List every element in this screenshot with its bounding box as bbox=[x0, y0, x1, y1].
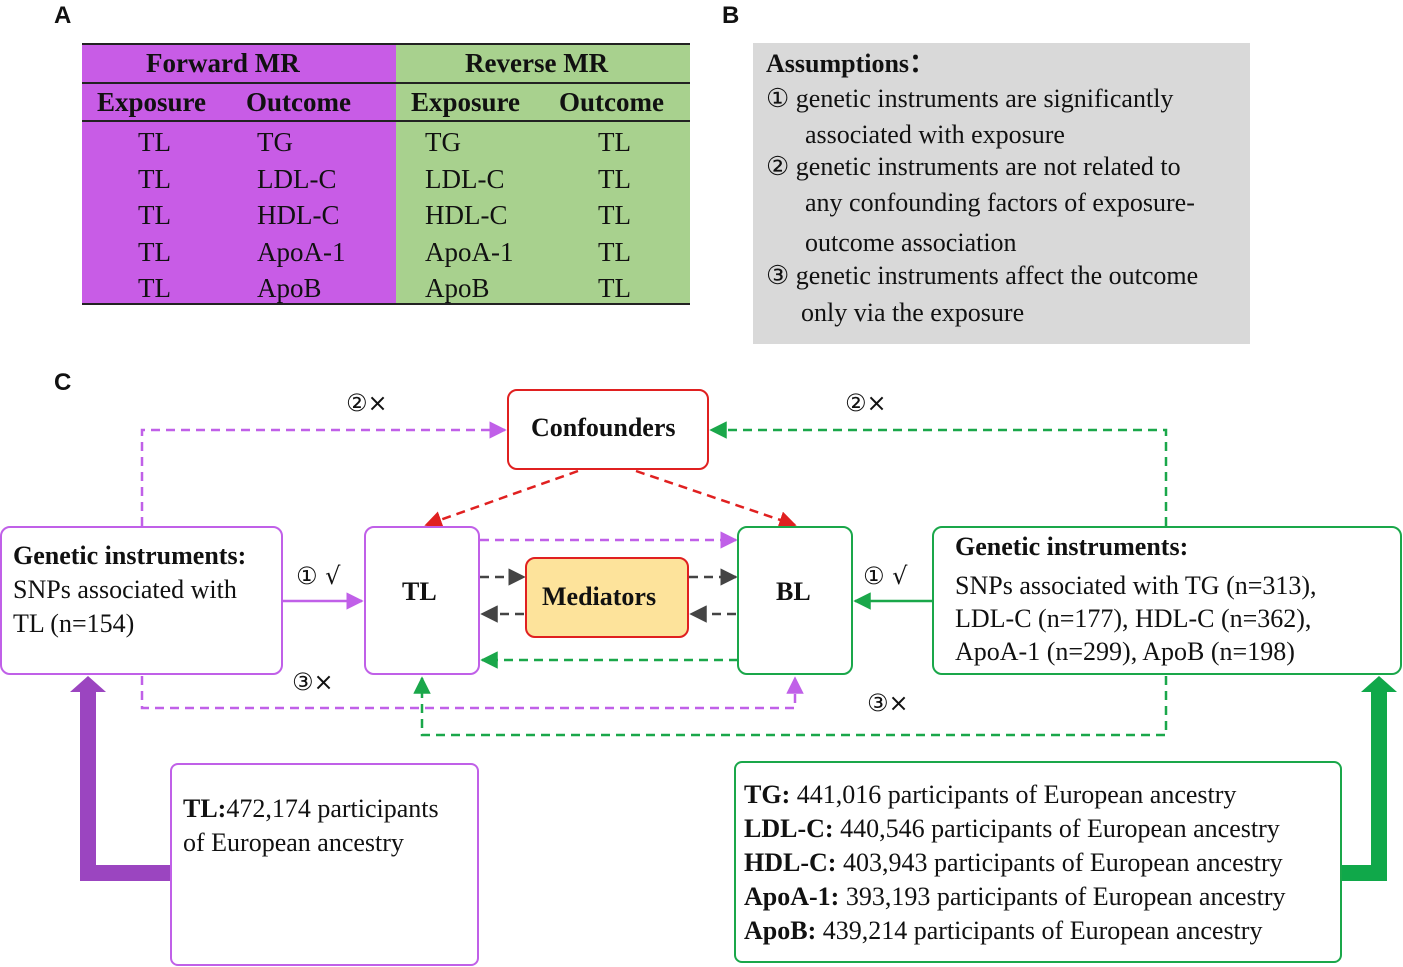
tl-box: TL bbox=[364, 526, 480, 675]
table-cell: TL bbox=[138, 273, 171, 303]
forward-mr-header: Forward MR bbox=[146, 48, 300, 78]
bl-source-line: HDL-C: 403,943 participants of European … bbox=[744, 847, 1283, 879]
assumption-line: ① genetic instruments are significantly bbox=[766, 84, 1174, 113]
assumption-line: outcome association bbox=[805, 228, 1017, 257]
bl-source-label: ApoA-1: bbox=[744, 882, 840, 911]
left-gi-to-bl-arrow bbox=[140, 676, 804, 710]
panel-label-c: C bbox=[54, 369, 72, 396]
tl-source-text: 472,174 participants bbox=[226, 794, 439, 823]
table-top-rule bbox=[82, 43, 690, 45]
assumption-line: ③ genetic instruments affect the outcome bbox=[766, 261, 1199, 290]
forward-outcome-header: Outcome bbox=[246, 87, 351, 117]
bl-source-text: 439,214 participants of European ancestr… bbox=[816, 916, 1263, 945]
right-gi-title: Genetic instruments: bbox=[955, 532, 1189, 561]
tl-source-line: TL:472,174 participants bbox=[183, 793, 439, 825]
table-cell: TL bbox=[598, 273, 631, 303]
bl-source-label: ApoB: bbox=[744, 916, 817, 945]
bl-label: BL bbox=[776, 577, 811, 606]
tl-source-thick-arrow bbox=[70, 676, 170, 881]
bl-source-label: LDL-C: bbox=[744, 814, 834, 843]
bl-box: BL bbox=[737, 526, 853, 675]
forward-exposure-header: Exposure bbox=[97, 87, 207, 117]
bl-source-line: ApoA-1: 393,193 participants of European… bbox=[744, 881, 1286, 913]
bl-source-text: 441,016 participants of European ancestr… bbox=[790, 780, 1237, 809]
forward-mr-background bbox=[82, 43, 396, 304]
reverse-exposure-header: Exposure bbox=[411, 87, 521, 117]
bl-source-label: TG: bbox=[744, 780, 791, 809]
assumption-line: only via the exposure bbox=[801, 298, 1025, 327]
tl-source-text-2: of European ancestry bbox=[183, 828, 404, 857]
table-cell: TL bbox=[598, 236, 631, 267]
panel-label-a: A bbox=[54, 2, 72, 29]
table-cell: TL bbox=[598, 163, 631, 194]
assumption-2-mark-right: ②× bbox=[845, 389, 887, 417]
reverse-outcome-header: Outcome bbox=[559, 87, 664, 117]
table-cell: ApoA-1 bbox=[257, 236, 346, 267]
table-cell: TG bbox=[425, 127, 461, 157]
reverse-mr-header: Reverse MR bbox=[465, 48, 609, 78]
bl-source-text: 393,193 participants of European ancestr… bbox=[839, 882, 1286, 911]
left-gi-line: TL (n=154) bbox=[13, 609, 135, 638]
assumption-1-mark-left: ① √ bbox=[296, 562, 341, 590]
left-gi-line: SNPs associated with bbox=[13, 575, 237, 604]
table-cell: ApoB bbox=[257, 273, 322, 303]
table-subheader-rule bbox=[82, 120, 690, 122]
table-bottom-rule bbox=[82, 303, 690, 305]
assumption-line: associated with exposure bbox=[805, 120, 1065, 149]
reverse-mr-background bbox=[396, 43, 690, 304]
table-cell: TG bbox=[257, 127, 293, 157]
bl-source-line: LDL-C: 440,546 participants of European … bbox=[744, 813, 1280, 845]
left-gi-to-confounders-arrow bbox=[140, 421, 507, 526]
mediators-label: Mediators bbox=[542, 582, 657, 611]
assumptions-panel: Assumptions： ① genetic instruments are s… bbox=[753, 43, 1250, 344]
table-cell: HDL-C bbox=[425, 200, 508, 230]
left-gi-title: Genetic instruments: bbox=[13, 541, 247, 570]
right-gi-line: LDL-C (n=177), HDL-C (n=362), bbox=[955, 604, 1312, 633]
table-cell: TL bbox=[138, 236, 171, 267]
assumption-3-mark-right: ③× bbox=[867, 689, 909, 717]
bl-source-line: TG: 441,016 participants of European anc… bbox=[744, 779, 1236, 811]
tl-source-box: TL:472,174 participants of European ance… bbox=[170, 763, 479, 966]
right-gi-to-tl-arrow bbox=[413, 676, 1168, 737]
mr-table: Forward MR Reverse MR Exposure Outcome E… bbox=[82, 43, 690, 305]
bl-source-line: ApoB: 439,214 participants of European a… bbox=[744, 915, 1262, 947]
assumption-line: any confounding factors of exposure- bbox=[805, 188, 1195, 217]
bl-source-text: 403,943 participants of European ancestr… bbox=[836, 848, 1283, 877]
table-cell: LDL-C bbox=[257, 163, 337, 194]
table-cell: HDL-C bbox=[257, 200, 340, 230]
tl-label: TL bbox=[402, 577, 437, 606]
right-genetic-instruments-box: Genetic instruments: SNPs associated wit… bbox=[932, 526, 1402, 675]
table-header-rule bbox=[82, 82, 690, 84]
right-gi-line: ApoA-1 (n=299), ApoB (n=198) bbox=[955, 637, 1295, 666]
table-cell: ApoA-1 bbox=[425, 236, 514, 267]
assumption-line: ② genetic instruments are not related to bbox=[766, 152, 1181, 181]
table-cell: ApoB bbox=[425, 273, 490, 303]
assumption-3-mark-left: ③× bbox=[292, 668, 334, 696]
confounders-label: Confounders bbox=[531, 413, 676, 442]
bl-source-text: 440,546 participants of European ancestr… bbox=[833, 814, 1280, 843]
assumption-1-mark-right: ① √ bbox=[863, 562, 908, 590]
right-gi-to-confounders-arrow bbox=[709, 421, 1168, 526]
table-cell: TL bbox=[598, 127, 631, 157]
tl-source-label: TL: bbox=[183, 794, 227, 823]
table-cell: TL bbox=[598, 200, 631, 230]
table-cell: TL bbox=[138, 200, 171, 230]
bl-source-label: HDL-C: bbox=[744, 848, 837, 877]
right-gi-line: SNPs associated with TG (n=313), bbox=[955, 571, 1317, 600]
table-cell: LDL-C bbox=[425, 163, 505, 194]
left-genetic-instruments-box: Genetic instruments: SNPs associated wit… bbox=[0, 526, 283, 675]
confounders-to-bl-arrow bbox=[635, 469, 797, 529]
confounders-box: Confounders bbox=[507, 389, 709, 470]
bl-source-box: TG: 441,016 participants of European anc… bbox=[734, 761, 1342, 963]
assumptions-title: Assumptions： bbox=[766, 49, 936, 78]
table-cell: TL bbox=[138, 127, 171, 157]
confounders-to-tl-arrow bbox=[424, 469, 579, 528]
assumption-2-mark-left: ②× bbox=[346, 389, 388, 417]
table-cell: TL bbox=[138, 163, 171, 194]
mediators-box: Mediators bbox=[525, 557, 689, 638]
panel-label-b: B bbox=[722, 2, 740, 29]
bl-source-thick-arrow bbox=[1342, 676, 1397, 881]
